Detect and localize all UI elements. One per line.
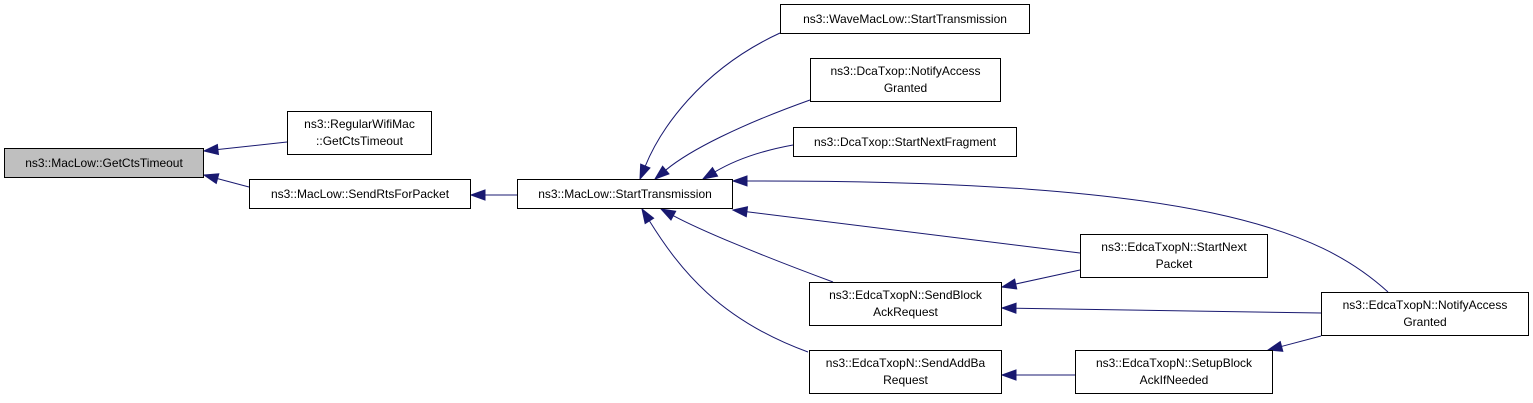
graph-edge-arrowhead [202, 173, 220, 185]
graph-edge-arrowhead [731, 206, 749, 218]
graph-node-label: ns3::MacLow::GetCtsTimeout [25, 155, 183, 170]
graph-node-label: ns3::DcaTxop::StartNextFragment [813, 134, 997, 149]
graph-node-label: Granted [883, 81, 928, 95]
graph-node[interactable]: ns3::DcaTxop::StartNextFragment [793, 127, 1017, 157]
graph-node-label: AckIfNeeded [1139, 373, 1209, 387]
graph-node: ns3::MacLow::GetCtsTimeout [4, 148, 204, 178]
graph-node-label: ns3::EdcaTxopN::SendAddBa [825, 356, 986, 370]
graph-edge [714, 144, 794, 173]
graph-edge-arrowhead [653, 165, 670, 180]
graph-node[interactable]: ns3::MacLow::SendRtsForPacket [249, 179, 471, 209]
graph-node-label: AckRequest [873, 305, 938, 319]
graph-edge [217, 141, 288, 150]
graph-node-label: ns3::EdcaTxopN::NotifyAccess [1342, 298, 1508, 312]
graph-edge-arrowhead [1000, 302, 1017, 314]
graph-edge [1281, 335, 1322, 347]
graph-node-label: Packet [1155, 257, 1193, 271]
graph-node-label: ns3::MacLow::StartTransmission [538, 186, 712, 201]
graph-node-label: ns3::MacLow::SendRtsForPacket [270, 186, 450, 201]
graph-edge-arrowhead [639, 163, 651, 181]
graph-edge-arrowhead [641, 207, 655, 225]
graph-edge [1015, 269, 1081, 285]
graph-node-label: ::GetCtsTimeout [316, 134, 403, 148]
graph-edge [746, 211, 1081, 254]
graph-edge [665, 99, 811, 171]
graph-edge-arrowhead [1266, 340, 1284, 352]
graph-node[interactable]: ns3::RegularWifiMac::GetCtsTimeout [287, 111, 432, 155]
graph-node-label: Granted [1403, 315, 1447, 329]
graph-node-label: Request [883, 373, 928, 387]
graph-edge [746, 180, 1389, 293]
graph-node-label: ns3::DcaTxop::NotifyAccess [830, 64, 981, 78]
graph-edge-arrowhead [1000, 278, 1018, 290]
graph-edge-arrowhead [659, 208, 677, 221]
graph-node-label: ns3::EdcaTxopN::SetupBlock [1095, 356, 1253, 370]
graph-edge [673, 215, 834, 283]
graph-edge [644, 32, 781, 167]
graph-node-label: ns3::WaveMacLow::StartTransmission [803, 11, 1007, 26]
graph-node[interactable]: ns3::MacLow::StartTransmission [517, 179, 733, 209]
graph-edge-arrowhead [1000, 369, 1017, 381]
graph-edge-arrowhead [701, 166, 719, 180]
graph-node-label: ns3::EdcaTxopN::StartNext [1101, 240, 1247, 254]
graph-node-label: ns3::EdcaTxopN::SendBlock [829, 288, 982, 302]
graph-node-label: ns3::RegularWifiMac [304, 117, 415, 131]
graph-edge-arrowhead [469, 189, 486, 201]
graph-node[interactable]: ns3::WaveMacLow::StartTransmission [780, 4, 1030, 34]
graph-edge-arrowhead [731, 175, 748, 187]
graph-edge [1015, 307, 1322, 314]
graph-edge [648, 220, 809, 353]
graph-edge [217, 178, 250, 188]
graph-edge-arrowhead [202, 143, 220, 156]
